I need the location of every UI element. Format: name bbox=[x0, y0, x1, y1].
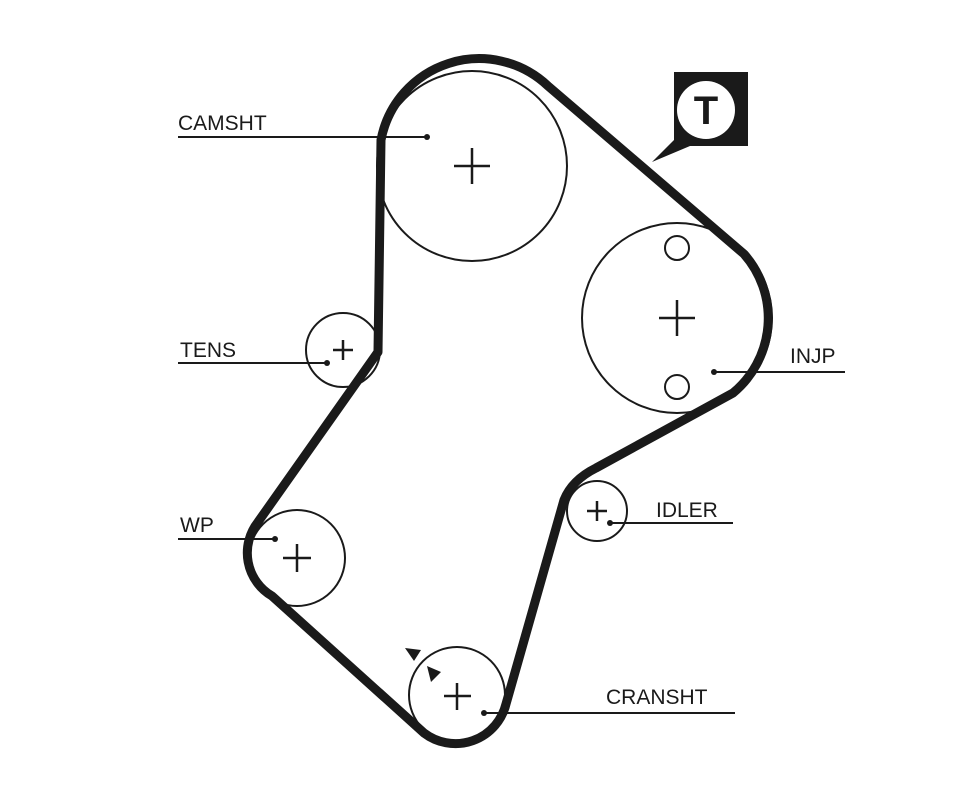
leader-dots bbox=[272, 134, 717, 716]
injection-pump-hole-top bbox=[664, 235, 690, 261]
timing-badge: T bbox=[652, 72, 748, 162]
timing-belt bbox=[242, 54, 773, 749]
badge-letter: T bbox=[694, 89, 718, 133]
label-injection-pump: INJP bbox=[790, 345, 836, 368]
label-water-pump: WP bbox=[180, 514, 214, 537]
label-camshaft: CAMSHT bbox=[178, 112, 267, 135]
timing-mark-arrows bbox=[405, 648, 441, 682]
injection-pump-hole-bottom bbox=[664, 374, 690, 400]
idler-pulley bbox=[566, 480, 628, 542]
label-crankshaft: CRANSHT bbox=[606, 686, 708, 709]
center-marks bbox=[283, 148, 695, 710]
leader-lines bbox=[178, 136, 845, 714]
label-tensioner: TENS bbox=[180, 339, 236, 362]
label-idler: IDLER bbox=[656, 499, 718, 522]
